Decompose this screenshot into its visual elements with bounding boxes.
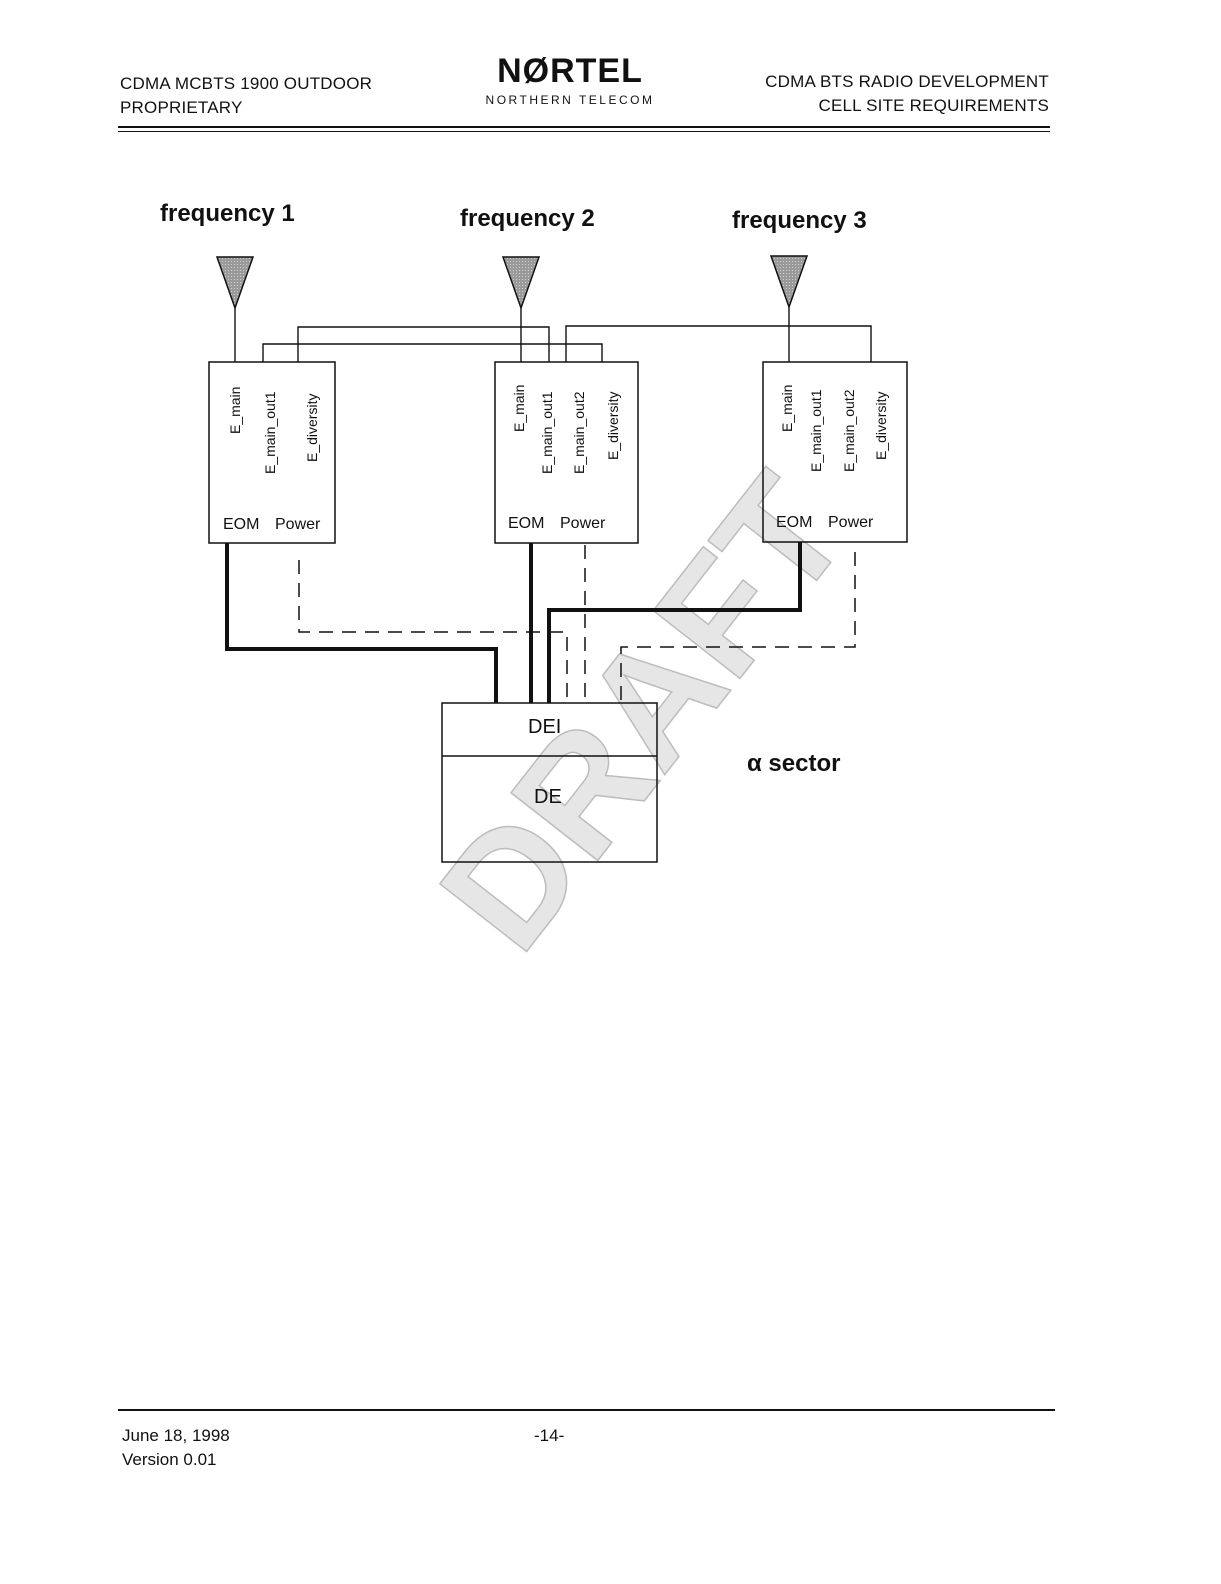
power-links bbox=[298, 545, 856, 703]
unit-2-power-label: Power bbox=[560, 515, 606, 532]
header-left-line2: PROPRIETARY bbox=[120, 98, 243, 117]
antenna-1-icon bbox=[215, 256, 255, 311]
unit-1-power-label: Power bbox=[275, 516, 321, 533]
dei-label: DEI bbox=[528, 716, 561, 738]
header-right-line2: CELL SITE REQUIREMENTS bbox=[818, 96, 1049, 115]
unit-2-port-e-main-out1: E_main_out1 bbox=[539, 391, 555, 474]
unit-3-port-e-diversity: E_diversity bbox=[873, 392, 889, 460]
antenna-2-icon bbox=[501, 256, 541, 311]
logo-main-text: NØRTEL bbox=[497, 52, 643, 90]
footer-left: June 18, 1998 Version 0.01 bbox=[122, 1424, 230, 1472]
footer-version: Version 0.01 bbox=[122, 1450, 217, 1469]
header-right-line1: CDMA BTS RADIO DEVELOPMENT bbox=[765, 72, 1049, 91]
antenna-3-icon bbox=[769, 255, 809, 310]
sector-label: α sector bbox=[747, 750, 840, 777]
frequency-1-label: frequency 1 bbox=[160, 200, 295, 227]
footer-page-number: -14- bbox=[534, 1426, 565, 1445]
header-rule-thick bbox=[118, 126, 1050, 128]
unit-2-port-e-diversity: E_diversity bbox=[605, 392, 621, 460]
dei-de-box bbox=[441, 702, 658, 863]
rf-links bbox=[234, 307, 872, 362]
unit-3-port-e-main-out1: E_main_out1 bbox=[808, 389, 824, 472]
unit-3-eom-label: EOM bbox=[776, 514, 812, 531]
unit-2-eom-label: EOM bbox=[508, 515, 544, 532]
header-rule-thin bbox=[118, 131, 1050, 132]
frequency-3-label: frequency 3 bbox=[732, 207, 867, 234]
unit-3-power-label: Power bbox=[828, 514, 874, 531]
header-left-line1: CDMA MCBTS 1900 OUTDOOR bbox=[120, 74, 373, 93]
unit-3-port-e-main-out2: E_main_out2 bbox=[841, 389, 857, 472]
unit-1-port-e-main: E_main bbox=[227, 387, 243, 434]
footer-rule bbox=[118, 1409, 1055, 1411]
eom-links bbox=[225, 542, 802, 703]
unit-2-port-e-main-out2: E_main_out2 bbox=[571, 391, 587, 474]
nortel-logo: NØRTEL NORTHERN TELECOM bbox=[470, 52, 670, 107]
logo-sub-text: NORTHERN TELECOM bbox=[485, 93, 655, 107]
unit-1-eom-label: EOM bbox=[223, 516, 259, 533]
unit-2-port-e-main: E_main bbox=[511, 385, 527, 432]
unit-3-port-e-main: E_main bbox=[779, 385, 795, 432]
unit-1-box bbox=[208, 361, 336, 544]
unit-3-box bbox=[762, 361, 908, 543]
header-left: CDMA MCBTS 1900 OUTDOOR PROPRIETARY bbox=[120, 72, 372, 120]
unit-1-port-e-diversity: E_diversity bbox=[304, 394, 320, 462]
unit-2-box bbox=[494, 361, 639, 544]
unit-1-port-e-main-out1: E_main_out1 bbox=[262, 391, 278, 474]
header-right: CDMA BTS RADIO DEVELOPMENT CELL SITE REQ… bbox=[765, 70, 1049, 118]
de-label: DE bbox=[534, 786, 562, 808]
footer-date: June 18, 1998 bbox=[122, 1426, 230, 1445]
frequency-2-label: frequency 2 bbox=[460, 205, 595, 232]
